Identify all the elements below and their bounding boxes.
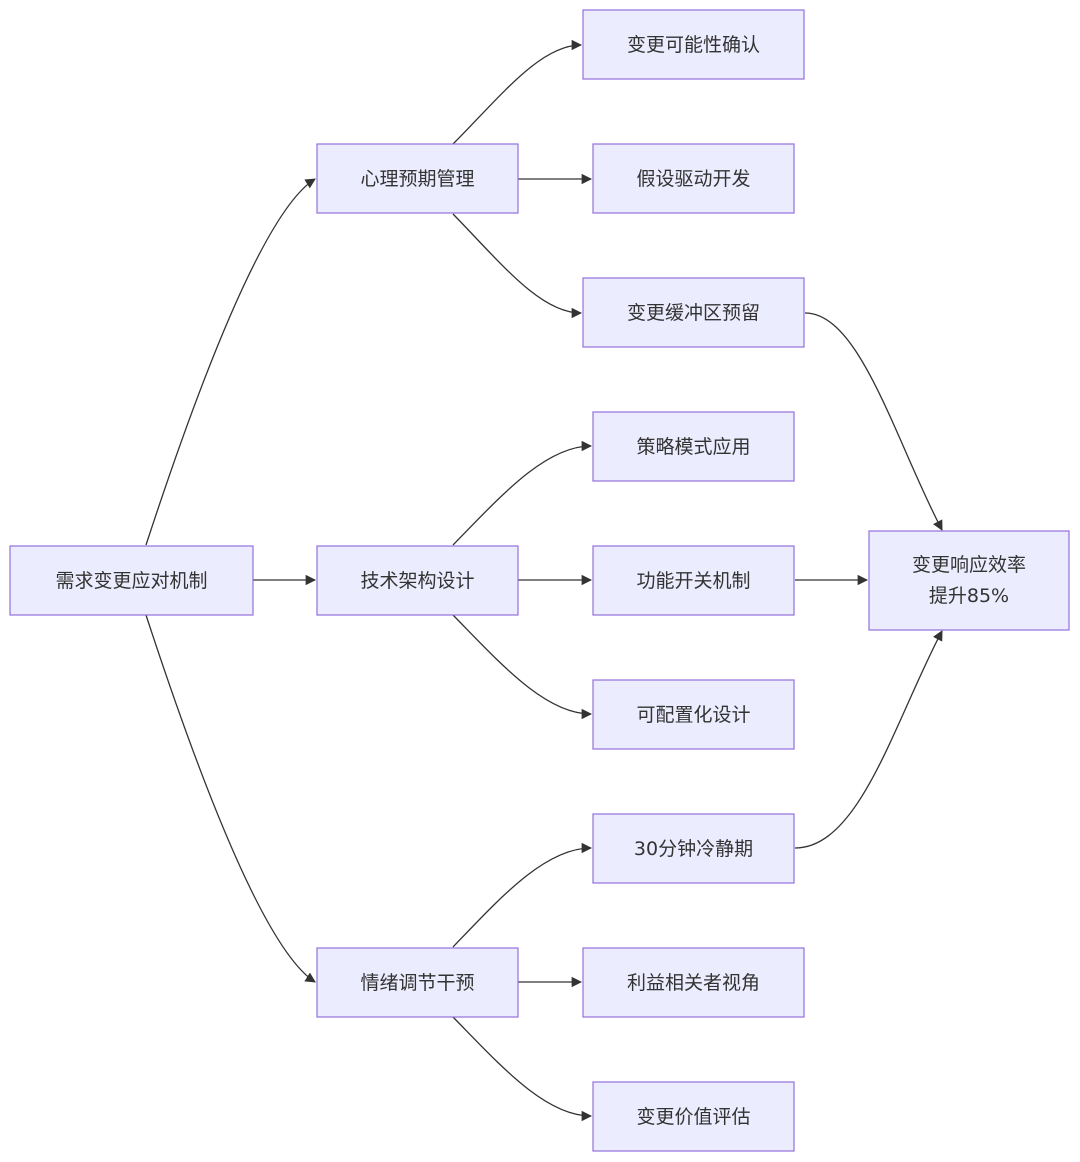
edge-root-emotion	[145, 614, 316, 983]
node-buffer: 变更缓冲区预留	[582, 277, 805, 348]
edge-emotion-value	[452, 1016, 593, 1122]
node-stakeholder: 利益相关者视角	[582, 947, 805, 1018]
node-root: 需求变更应对机制	[9, 545, 254, 616]
node-confirm: 变更可能性确认	[582, 9, 805, 80]
node-config-label: 可配置化设计	[636, 704, 750, 726]
node-result: 变更响应效率 提升85%	[868, 530, 1070, 631]
node-tech-label: 技术架构设计	[360, 570, 474, 592]
node-result-label-line2: 提升85%	[929, 585, 1009, 607]
edge-tech-config	[452, 614, 593, 720]
node-hypo: 假设驱动开发	[592, 143, 795, 214]
node-psych: 心理预期管理	[316, 143, 519, 214]
node-strategy: 策略模式应用	[592, 411, 795, 482]
edge-root-psych	[145, 178, 316, 546]
node-config: 可配置化设计	[592, 679, 795, 750]
node-toggle: 功能开关机制	[592, 545, 795, 616]
edge-emotion-cooldown	[452, 842, 593, 948]
node-psych-label: 心理预期管理	[360, 168, 474, 190]
node-stakeholder-label: 利益相关者视角	[627, 972, 760, 994]
edge-cooldown-result	[794, 630, 943, 849]
edge-psych-confirm	[452, 39, 583, 145]
node-tech: 技术架构设计	[316, 545, 519, 616]
node-toggle-label: 功能开关机制	[636, 570, 750, 592]
node-value: 变更价值评估	[592, 1081, 795, 1152]
node-emotion-label: 情绪调节干预	[360, 972, 474, 994]
node-value-label: 变更价值评估	[636, 1106, 750, 1128]
node-strategy-label: 策略模式应用	[636, 436, 750, 458]
node-buffer-label: 变更缓冲区预留	[627, 302, 760, 324]
node-result-label-line1: 变更响应效率	[912, 554, 1026, 576]
edge-buffer-result	[804, 312, 943, 531]
node-emotion: 情绪调节干预	[316, 947, 519, 1018]
node-root-label: 需求变更应对机制	[55, 570, 207, 592]
node-cooldown: 30分钟冷静期	[592, 813, 795, 884]
edge-tech-strategy	[452, 440, 593, 546]
node-confirm-label: 变更可能性确认	[627, 34, 760, 56]
node-hypo-label: 假设驱动开发	[636, 168, 750, 190]
edge-psych-buffer	[452, 213, 583, 319]
node-cooldown-label: 30分钟冷静期	[634, 838, 753, 860]
nodes: 需求变更应对机制 心理预期管理 技术架构设计 情绪调节干预 变更可能性确认 假设…	[9, 9, 1070, 1152]
edges	[145, 39, 943, 1122]
